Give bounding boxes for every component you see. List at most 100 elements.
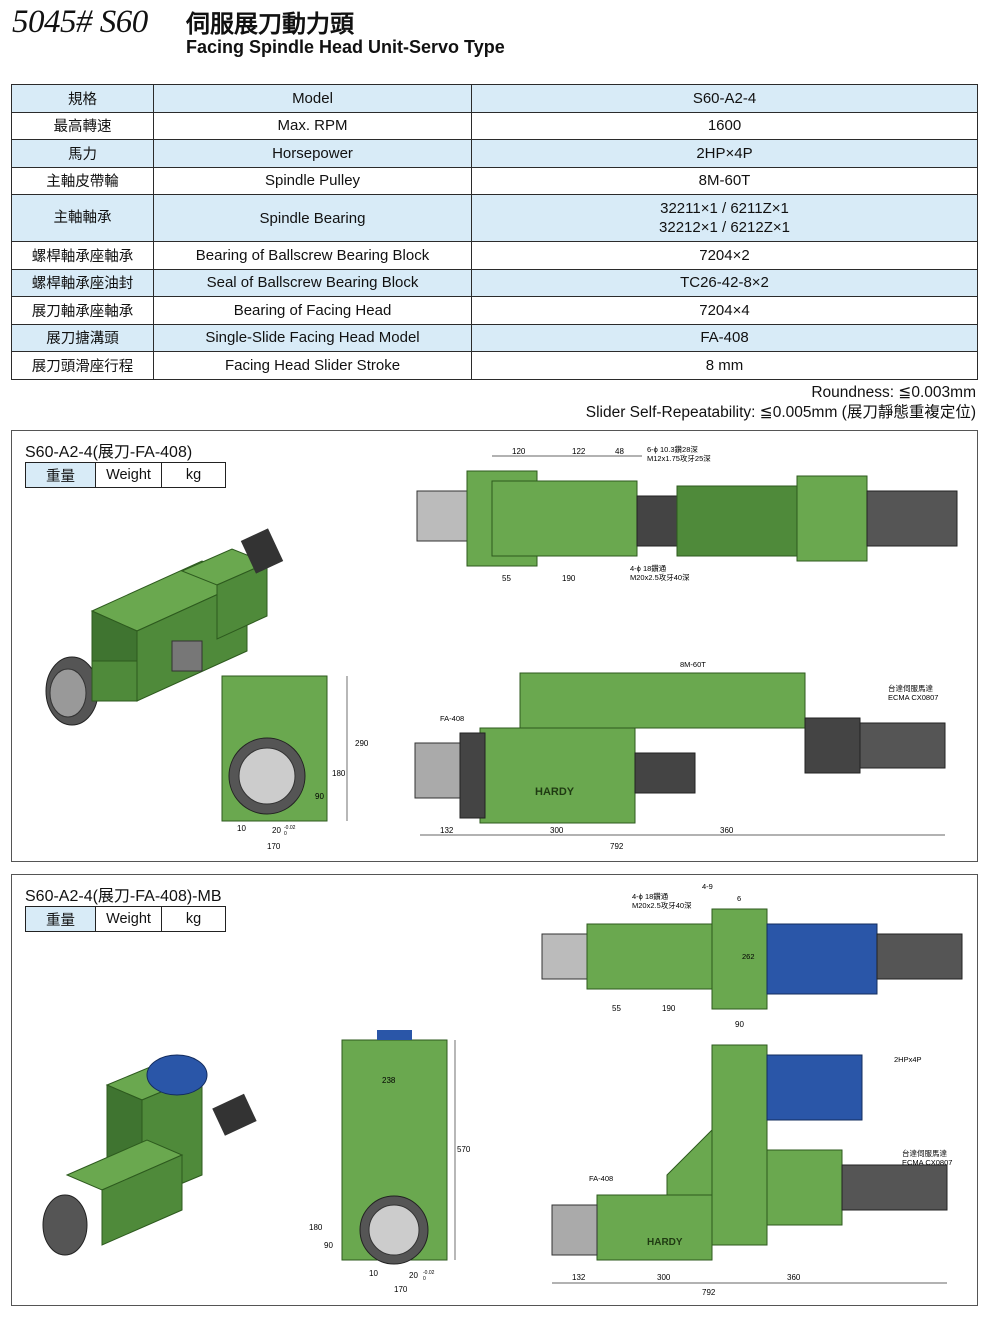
brand-logo-text: HARDY [647,1237,683,1248]
spec-label-zh: 主軸皮帶輪 [11,166,154,195]
motor-label: ECMA CX0807 [888,693,938,702]
dim-front: 90 [324,1241,333,1250]
weight-table: 重量 Weight kg [25,462,226,488]
spec-value: 7204×4 [471,296,978,325]
spec-value-line: 32212×1 / 6212Z×1 [659,219,790,236]
spec-value: FA-408 [471,323,978,352]
spec-label-zh: 螺桿軸承座軸承 [11,241,154,270]
dim-side: 792 [610,842,624,851]
dim-front: 170 [394,1285,408,1294]
dim-side: 360 [720,826,734,835]
spec-label-zh: 展刀軸承座軸承 [11,296,154,325]
spec-label-zh: 馬力 [11,139,154,168]
dim-top: 122 [572,447,586,456]
dim-top: 90 [735,1020,744,1029]
title-english: Facing Spindle Head Unit-Servo Type [186,37,505,57]
dim-front: 10 [237,824,246,833]
spec-label-en: Spindle Bearing [153,194,472,242]
weight-label-en: Weight [95,906,162,932]
motor-label: ECMA CX0807 [902,1158,952,1167]
dim-front: 180 [309,1223,323,1232]
hole-note: 4-ϕ 18鑽通 [632,891,669,901]
drawing-panel-standard: S60-A2-4(展刀-FA-408) 重量 Weight kg 120 122… [11,430,978,862]
spec-value: 2HP×4P [471,139,978,168]
spec-label-zh: 展刀搪溝頭 [11,323,154,352]
precision-notes: Roundness: ≦0.003mm Slider Self-Repeatab… [586,383,976,423]
top-view-drawing: 4-9 6 4-ϕ 18鑽通 M20x2.5攻牙40深 262 55 190 9… [541,882,963,1029]
dim-top: 262 [742,952,755,961]
weight-unit: kg [161,906,226,932]
dim-front: 90 [315,792,324,801]
facing-head-label: FA-408 [440,714,464,723]
spec-value: TC26-42-8×2 [471,268,978,297]
spec-value: 32211×1 / 6211Z×1 32212×1 / 6212Z×1 [471,194,978,242]
weight-label-zh: 重量 [25,906,96,932]
side-view-drawing: 2HPx4P 台達伺服馬達 ECMA CX0807 FA-408 HARDY 1… [551,1044,952,1297]
product-code: 5045# S60 [12,4,148,40]
hole-note: M20x2.5攻牙40深 [630,572,690,582]
dim-top: 6 [737,894,741,903]
dim-front: 170 [267,842,281,851]
isometric-render [45,528,284,726]
isometric-render [42,1054,257,1256]
repeatability-note: Slider Self-Repeatability: ≦0.005mm (展刀靜… [585,404,976,421]
hole-note: M20x2.5攻牙40深 [632,900,692,910]
spec-label-zh: 展刀頭滑座行程 [11,351,154,380]
spec-label-en: Model [153,84,472,113]
weight-label-en: Weight [95,462,162,488]
title-chinese: 伺服展刀動力頭 [186,10,354,38]
dim-front: 10 [369,1269,378,1278]
spec-label-en: Spindle Pulley [153,166,472,195]
dim-front: 238 [382,1076,396,1085]
dim-top: 190 [662,1004,676,1013]
spec-label-en: Seal of Ballscrew Bearing Block [153,268,472,297]
tolerance: -0.02 [284,825,296,831]
drawing-panel-mb: S60-A2-4(展刀-FA-408)-MB 重量 Weight kg 4-9 … [11,874,978,1306]
spec-label-zh: 螺桿軸承座油封 [11,268,154,297]
front-view-drawing: 238 570 180 90 10 20 -0.02 0 170 [309,1030,471,1294]
facing-head-label: FA-408 [589,1174,613,1183]
dim-side: 360 [787,1273,801,1282]
dim-top: 48 [615,447,624,456]
roundness-note: Roundness: ≦0.003mm [811,384,976,401]
dim-top: 55 [502,574,511,583]
tolerance: -0.02 [423,1270,435,1276]
spec-value: 1600 [471,111,978,140]
spec-label-en: Bearing of Facing Head [153,296,472,325]
panel-title: S60-A2-4(展刀-FA-408) [25,444,193,461]
dim-top: 120 [512,447,526,456]
spec-label-en: Facing Head Slider Stroke [153,351,472,380]
dim-front: 20 [272,826,281,835]
spec-label-en: Horsepower [153,139,472,168]
spec-label-zh: 主軸軸承 [11,194,154,242]
spec-label-en: Single-Slide Facing Head Model [153,323,472,352]
dim-front: 20 [409,1271,418,1280]
spec-label-en: Bearing of Ballscrew Bearing Block [153,241,472,270]
hole-note: 6-ϕ 10.3鑽28深 [647,444,698,454]
dim-front: 570 [457,1145,471,1154]
spec-label-zh: 最高轉速 [11,111,154,140]
page-header: 5045# S60 伺服展刀動力頭 Facing Spindle Head Un… [0,0,988,70]
hole-note: 4-ϕ 18鑽通 [630,563,667,573]
horsepower-label: 2HPx4P [894,1055,922,1064]
dim-top: 55 [612,1004,621,1013]
front-view-drawing: 290 180 90 10 20 -0.02 0 170 [221,675,369,851]
dim-side: 300 [550,826,564,835]
belt-label: 8M-60T [680,660,706,669]
dim-front: 290 [355,739,369,748]
weight-label-zh: 重量 [25,462,96,488]
spec-value-line: 32211×1 / 6211Z×1 [660,200,789,217]
dim-top: 190 [562,574,576,583]
dim-side: 132 [572,1273,586,1282]
spec-value: 8 mm [471,351,978,380]
spec-value: S60-A2-4 [471,84,978,113]
motor-label: 台達伺服馬達 [902,1148,947,1158]
